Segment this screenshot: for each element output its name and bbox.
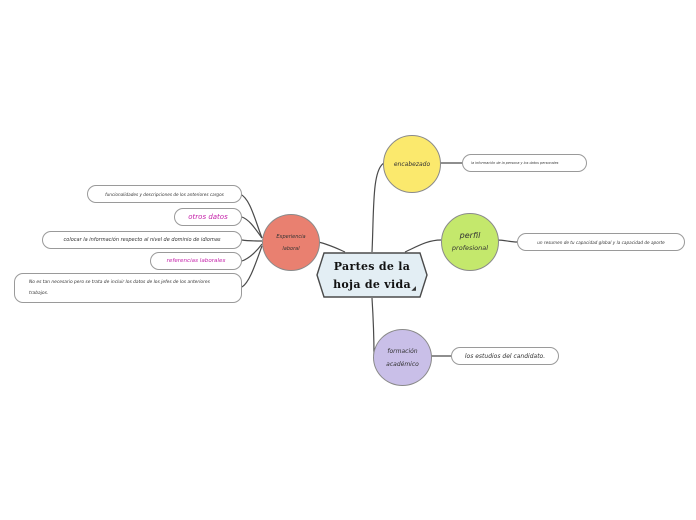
subtopic-experiencia-5[interactable]: No es tan necesario pero se trata de inc… [14, 273, 242, 303]
topic-formacion-label-1: formación [387, 347, 418, 355]
link-experiencia [317, 241, 346, 253]
subtopic-encabezado[interactable]: la información de la persona y los datos… [462, 154, 587, 172]
subtopic-formacion[interactable]: los estudios del candidato. [451, 347, 559, 365]
link-encabezado [371, 162, 385, 253]
topic-experiencia[interactable]: Experiencia laboral [262, 214, 320, 271]
link-perfil-child [496, 239, 518, 243]
topic-perfil-label-1: perfil [459, 231, 481, 240]
topic-experiencia-label-2: laboral [282, 245, 300, 252]
central-topic[interactable]: Partes de la hoja de vida ◢ [316, 252, 428, 298]
subtopic-formacion-text: los estudios del candidato. [464, 352, 546, 360]
topic-perfil[interactable]: perfil profesional [441, 213, 499, 271]
link-exp-child-5 [241, 245, 263, 288]
topic-perfil-label-2: profesional [451, 244, 489, 252]
subtopic-experiencia-1[interactable]: funcionalidades y descripciones de los a… [87, 185, 242, 203]
topic-experiencia-label-1: Experiencia [276, 233, 306, 240]
topic-formacion-label-2: académico [386, 360, 419, 368]
topic-encabezado[interactable]: encabezado [383, 135, 441, 193]
central-topic-shape [316, 252, 428, 298]
link-exp-child-3 [241, 239, 263, 242]
central-title-line2: hoja de vida [333, 278, 411, 291]
subtopic-experiencia-4-text: referencias laborales [166, 258, 226, 264]
subtopic-experiencia-2[interactable]: otros datos [174, 208, 242, 226]
subtopic-perfil-text: un resumen de tu capacidad global y la c… [537, 239, 665, 245]
topic-formacion[interactable]: formación académico [373, 329, 432, 386]
subtopic-experiencia-2-text: otros datos [188, 213, 228, 221]
link-exp-child-2 [241, 216, 263, 239]
subtopic-experiencia-4[interactable]: referencias laborales [150, 252, 242, 270]
central-title-line1: Partes de la [333, 260, 411, 273]
subtopic-experiencia-1-text: funcionalidades y descripciones de los a… [105, 191, 224, 197]
subtopic-experiencia-5-text: No es tan necesario pero se trata de inc… [29, 280, 210, 296]
subtopic-experiencia-3[interactable]: colocar la información respecto al nivel… [42, 231, 242, 249]
subtopic-experiencia-3-text: colocar la información respecto al nivel… [63, 237, 221, 243]
link-exp-child-4 [241, 243, 263, 262]
subtopic-encabezado-text: la información de la persona y los datos… [471, 161, 559, 165]
subtopic-perfil[interactable]: un resumen de tu capacidad global y la c… [517, 233, 685, 251]
topic-encabezado-label: encabezado [393, 160, 431, 168]
link-exp-child-1 [239, 193, 263, 239]
link-perfil [404, 239, 442, 253]
collapse-marker-icon[interactable]: ◢ [411, 285, 416, 292]
